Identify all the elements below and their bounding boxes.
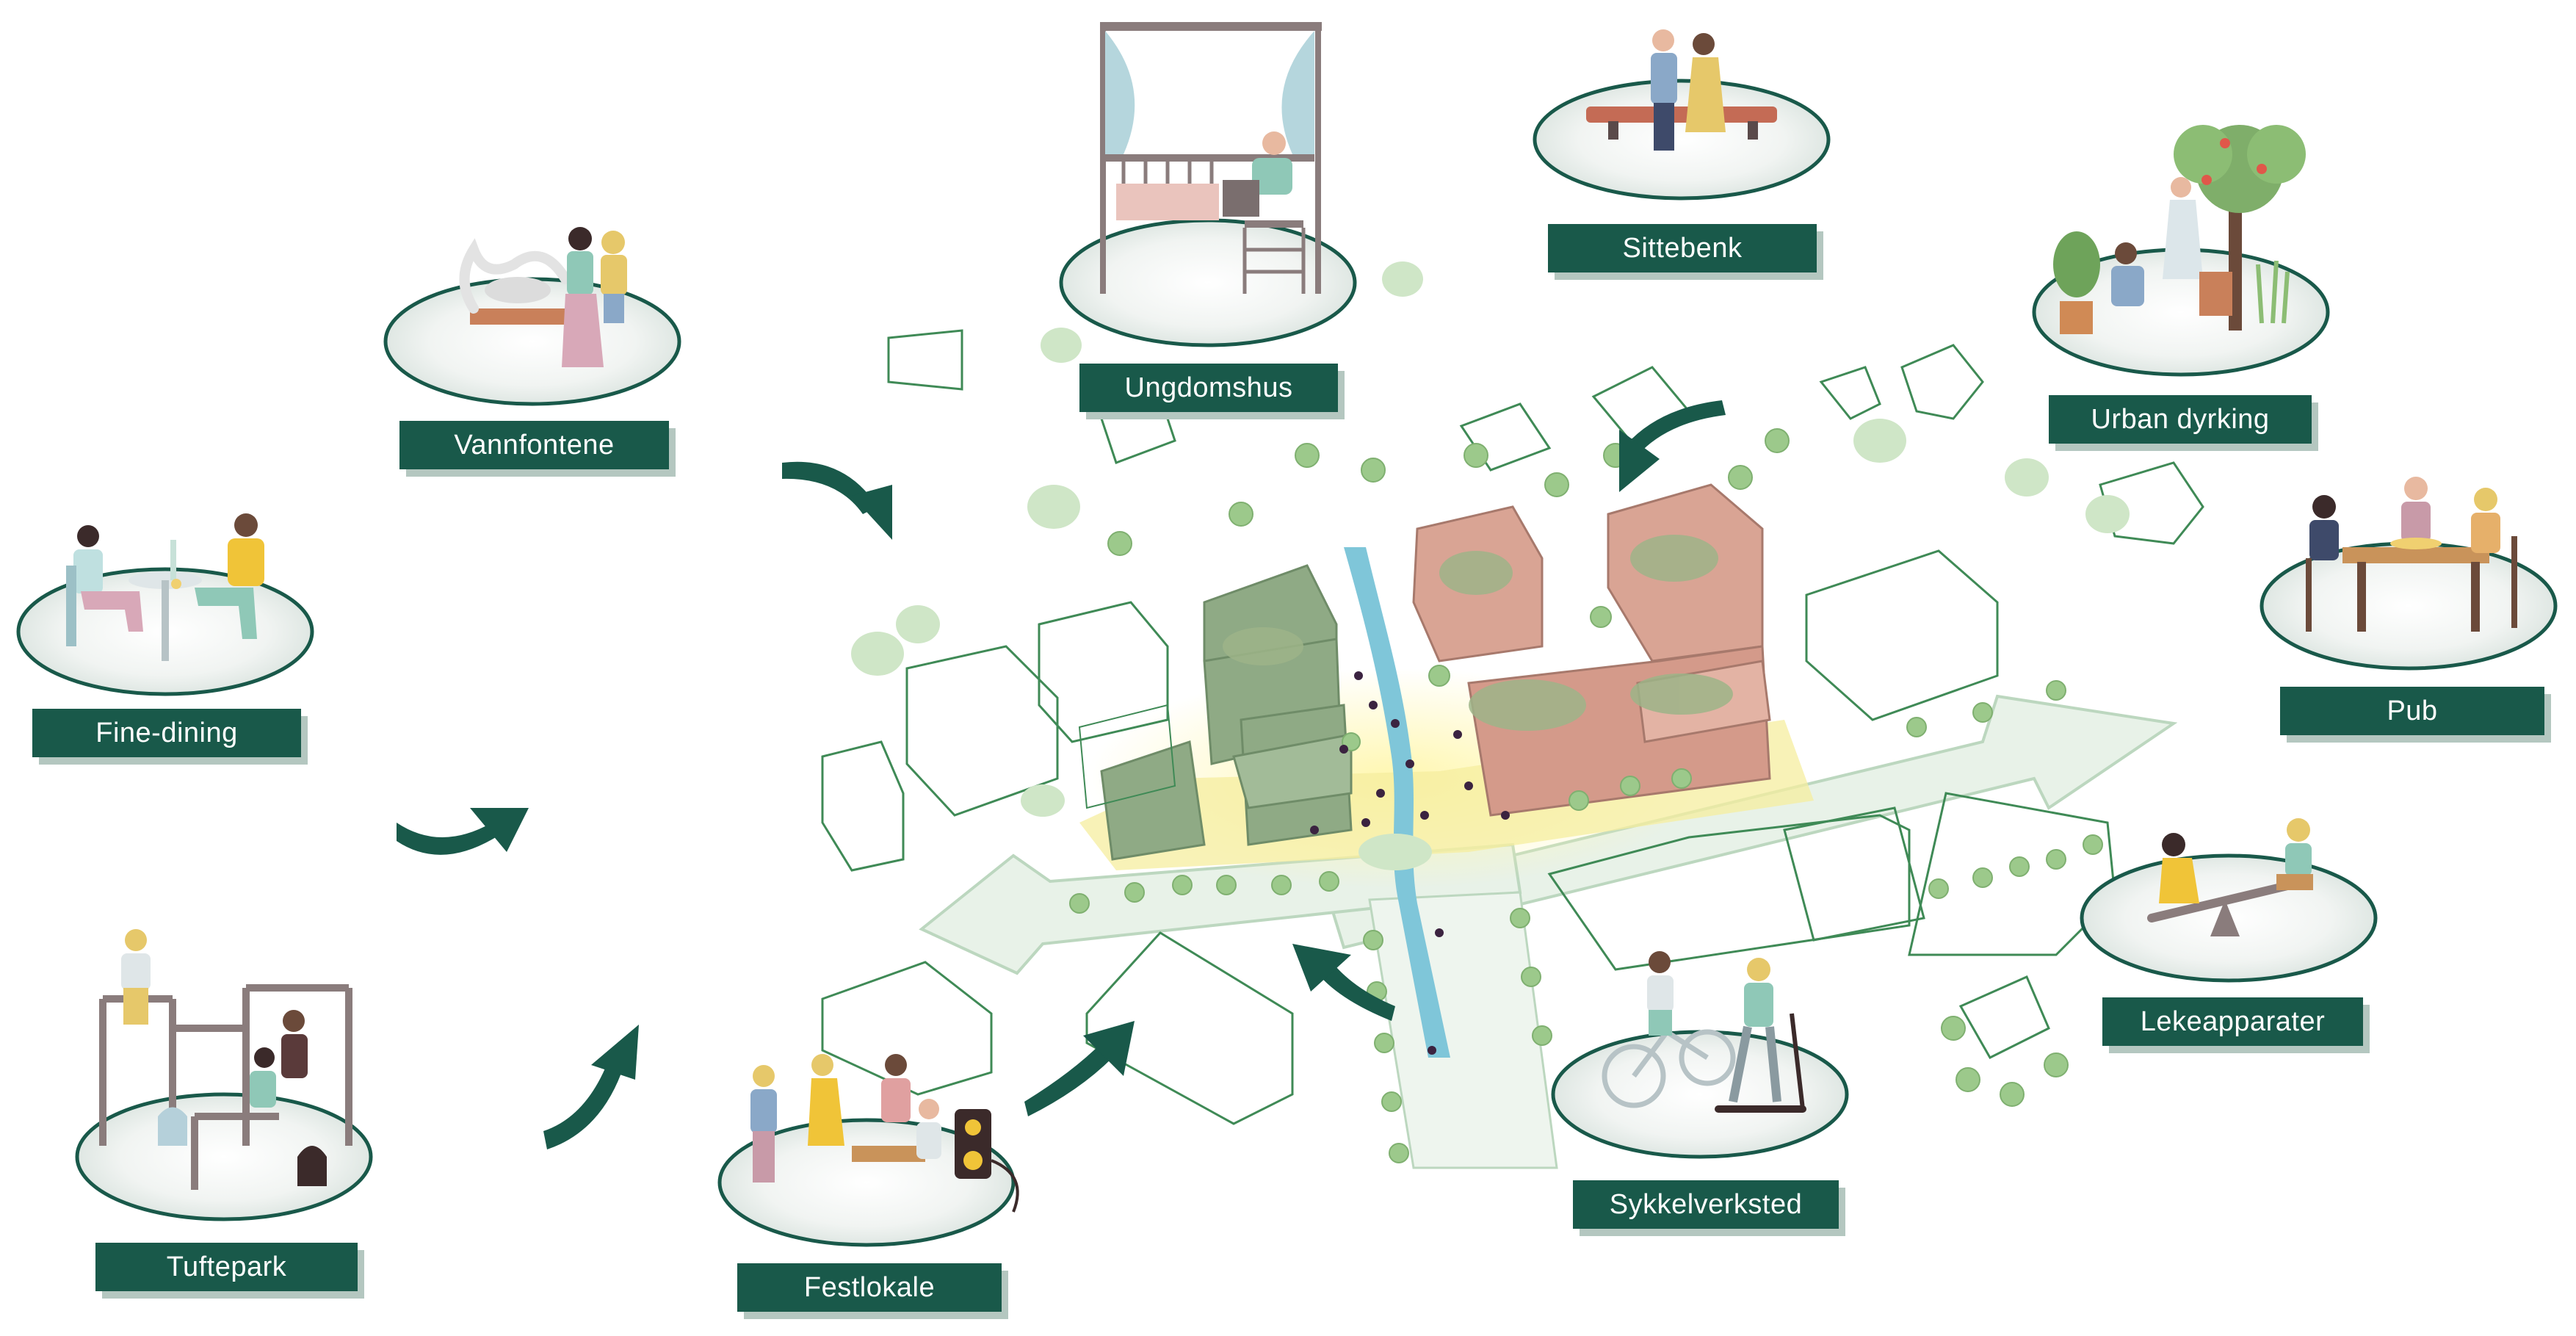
arrow-from-festlokale <box>1024 1021 1135 1116</box>
activity-pub <box>2260 477 2558 671</box>
activity-sykkelverksted <box>1551 951 1849 1159</box>
activity-ungdomshus <box>1059 22 1357 347</box>
stream <box>1344 547 1450 1058</box>
youth-house-balcony-icon <box>1100 22 1322 294</box>
road-south <box>1368 891 1558 1169</box>
roof-gardens <box>1223 535 1733 731</box>
people-figures <box>1310 671 1510 1055</box>
label-vannfontene: Vannfontene <box>399 421 669 469</box>
pub-table-icon <box>2306 477 2517 632</box>
activity-vannfontene <box>383 227 681 406</box>
label-tuftepark: Tuftepark <box>95 1243 358 1291</box>
pointer-arrows <box>397 400 1726 1149</box>
label-sittebenk: Sittebenk <box>1548 224 1817 272</box>
label-lekeapparater: Lekeapparater <box>2102 997 2363 1046</box>
seesaw-icon <box>2147 818 2313 936</box>
arrow-from-vannfontene <box>782 461 892 540</box>
label-fine-dining: Fine-dining <box>32 709 301 757</box>
party-dj-icon <box>750 1054 1019 1213</box>
activity-urban-dyrking <box>2032 125 2330 377</box>
label-sykkelverksted: Sykkelverksted <box>1573 1180 1839 1229</box>
label-pub: Pub <box>2280 687 2544 735</box>
label-ungdomshus: Ungdomshus <box>1079 364 1338 412</box>
arrow-from-sykkelverksted <box>1292 944 1395 1021</box>
arrow-from-fine-dining <box>397 808 529 855</box>
arrow-from-tuftepark <box>543 1025 639 1149</box>
urban-gardening-icon <box>2053 125 2306 334</box>
pale-trees <box>851 261 2130 870</box>
activity-sittebenk <box>1533 29 1831 201</box>
label-festlokale: Festlokale <box>737 1263 1002 1312</box>
dining-table-icon <box>66 513 264 661</box>
activity-lekeapparater <box>2080 818 2378 983</box>
arrow-from-urban-dyrking <box>1619 400 1726 492</box>
label-urban-dyrking: Urban dyrking <box>2049 395 2312 444</box>
activity-festlokale <box>717 1054 1019 1247</box>
couple-on-bench-icon <box>1586 29 1777 151</box>
site-plan <box>821 261 2204 1169</box>
fountain-icon <box>459 227 627 367</box>
bicycle-scooter-icon <box>1602 951 1806 1113</box>
activity-tuftepark <box>75 929 373 1221</box>
activity-fine-dining <box>16 513 314 696</box>
